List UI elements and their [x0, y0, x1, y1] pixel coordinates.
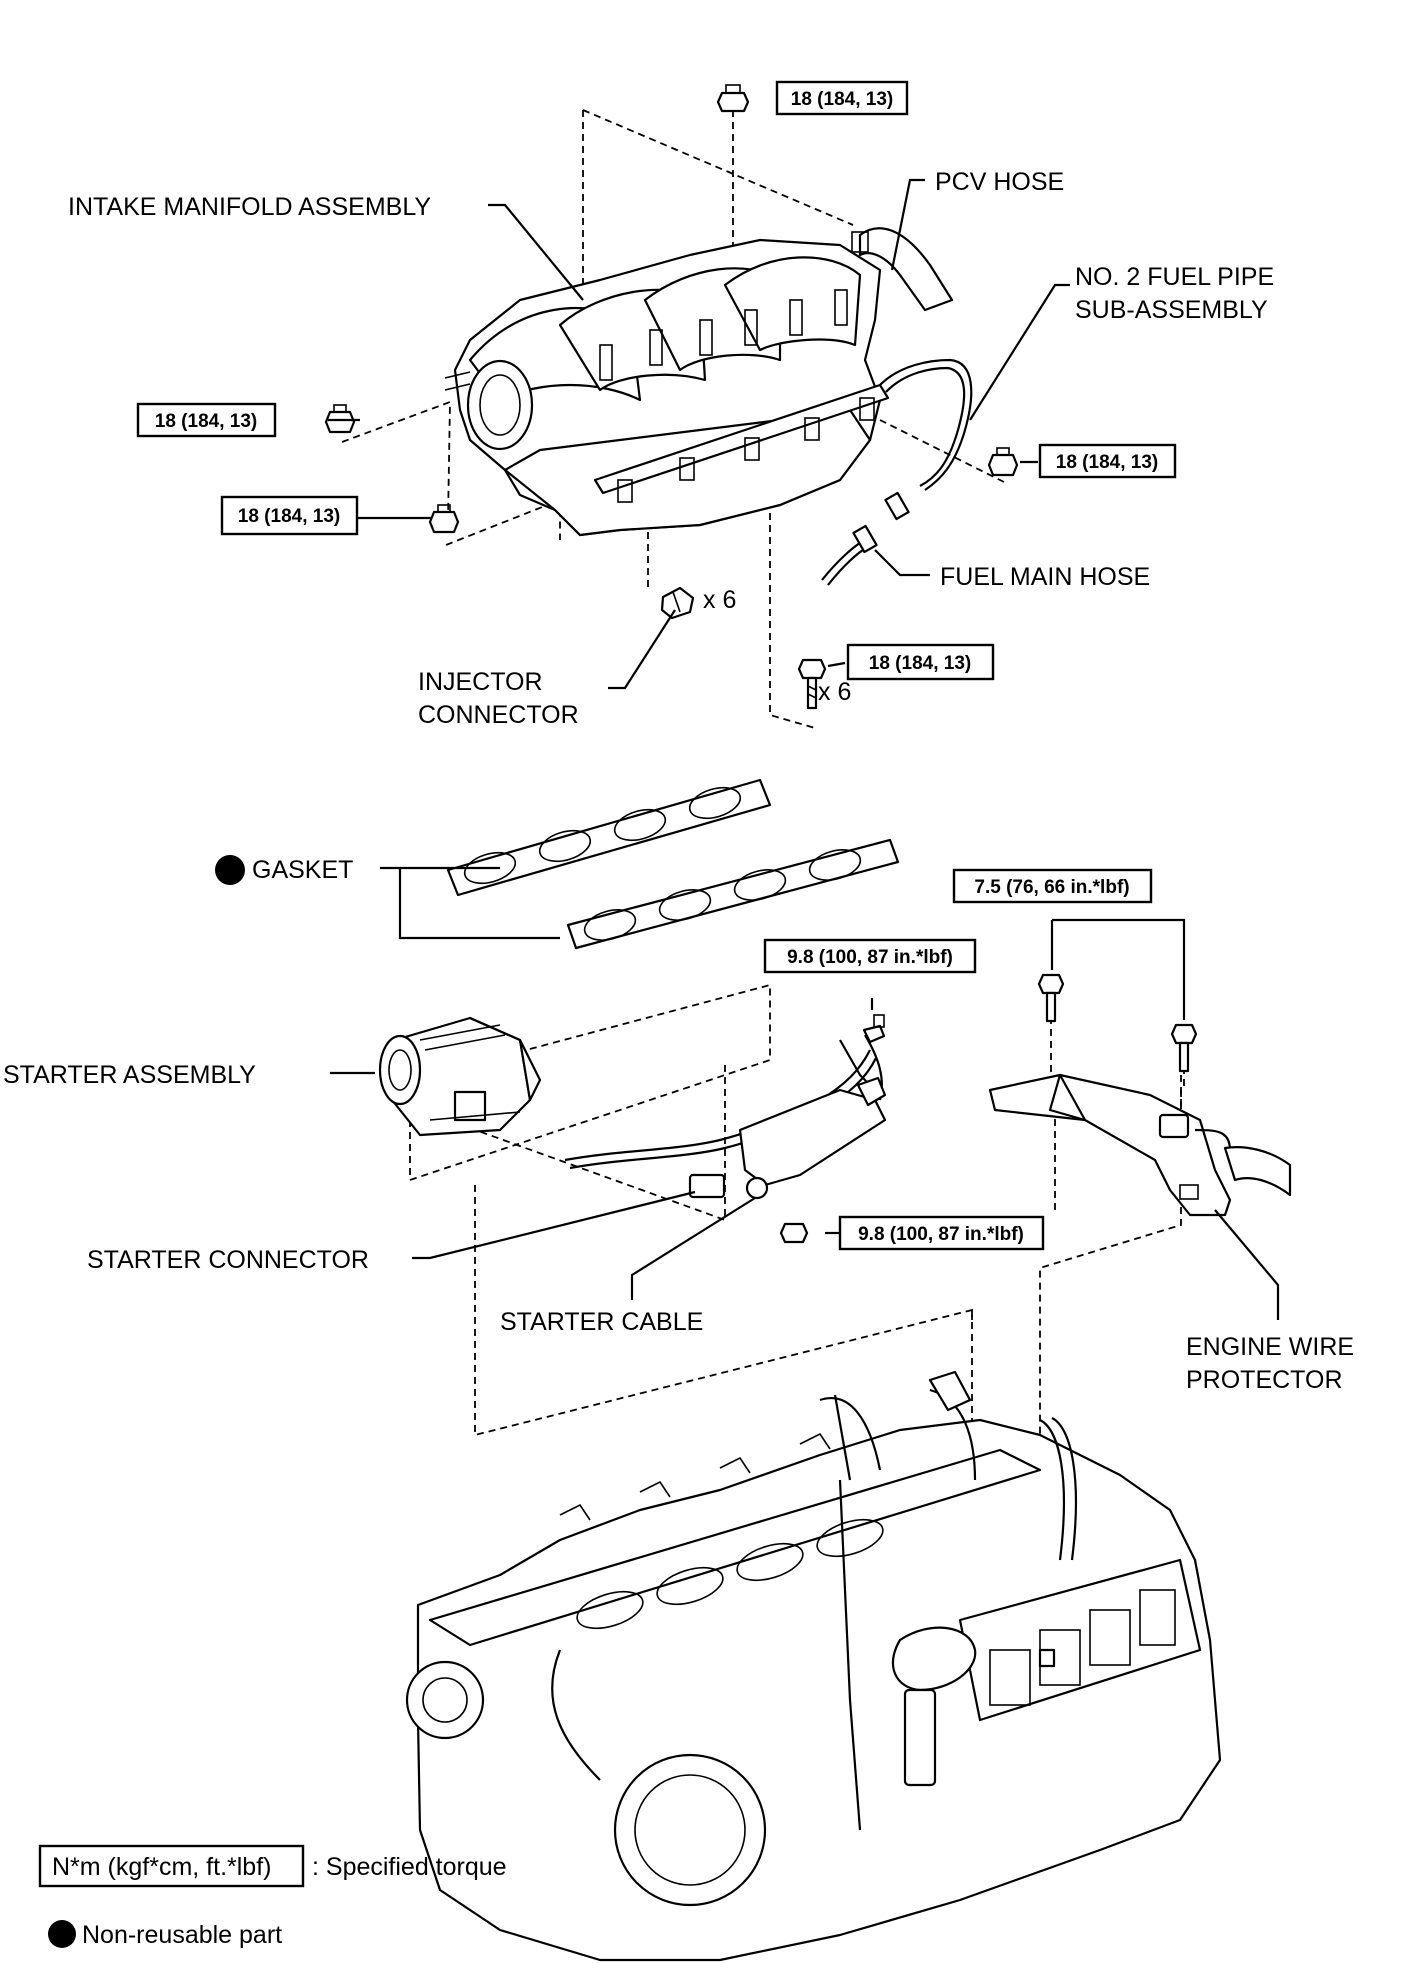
- label-pcv-hose: PCV HOSE: [935, 168, 1064, 196]
- bolt-x6: [797, 658, 827, 710]
- label-fuel-pipe-line1: NO. 2 FUEL PIPE: [1075, 263, 1274, 291]
- engine-block-drawing: [405, 1370, 1222, 1962]
- torque-bolts: 18 (184, 13): [846, 643, 995, 681]
- torque-left-upper-nut: 18 (184, 13): [136, 402, 277, 438]
- fuel-main-hose-drawing: [821, 524, 878, 586]
- torque-wire-protector-bolts: 7.5 (76, 66 in.*lbf): [952, 868, 1153, 904]
- label-fuel-pipe-line2: SUB-ASSEMBLY: [1075, 296, 1268, 324]
- legend-non-reusable: Non-reusable part: [48, 1920, 282, 1949]
- nuts-drawing: [324, 84, 1019, 710]
- starter-nut: [779, 1222, 809, 1244]
- pcv-hose-drawing: [851, 227, 954, 312]
- gasket-drawing: [446, 778, 900, 950]
- text-labels: INTAKE MANIFOLD ASSEMBLY PCV HOSE NO. 2 …: [3, 168, 1354, 1394]
- left-upper-nut: [324, 404, 356, 434]
- right-nut: [987, 447, 1019, 477]
- svg-text:18 (184, 13): 18 (184, 13): [238, 506, 340, 527]
- label-injector-count: x 6: [703, 586, 736, 614]
- label-fuel-main-hose: FUEL MAIN HOSE: [940, 563, 1150, 591]
- leader-lines: [328, 178, 1280, 1320]
- svg-text:18 (184, 13): 18 (184, 13): [869, 653, 971, 674]
- svg-text:18 (184, 13): 18 (184, 13): [791, 89, 893, 110]
- label-injector-line2: CONNECTOR: [418, 701, 579, 729]
- intake-manifold-drawing: [444, 238, 890, 537]
- gasket-non-reusable-mark: [215, 855, 245, 885]
- svg-text:18 (184, 13): 18 (184, 13): [155, 411, 257, 432]
- svg-text:9.8 (100, 87 in.*lbf): 9.8 (100, 87 in.*lbf): [858, 1224, 1024, 1245]
- label-injector-line1: INJECTOR: [418, 668, 543, 696]
- top-nut: [716, 84, 750, 113]
- label-bolt-count: x 6: [818, 678, 851, 706]
- protector-bolt-left: [1037, 973, 1065, 1023]
- starter-assembly-drawing: [378, 1016, 542, 1137]
- fuel-pipe-drawing: [879, 358, 973, 521]
- svg-text:18 (184, 13): 18 (184, 13): [1056, 452, 1158, 473]
- legend-torque-desc: : Specified torque: [312, 1853, 507, 1881]
- protector-bolt-right: [1170, 1023, 1198, 1073]
- legend-non-reusable-mark: [48, 1920, 76, 1948]
- svg-text:7.5 (76, 66 in.*lbf): 7.5 (76, 66 in.*lbf): [974, 877, 1129, 898]
- torque-starter-bolt: 9.8 (100, 87 in.*lbf): [763, 938, 977, 974]
- label-starter-connector: STARTER CONNECTOR: [87, 1246, 369, 1274]
- label-starter-cable: STARTER CABLE: [500, 1308, 703, 1336]
- injector-connector-drawing: [660, 586, 695, 620]
- label-intake-manifold: INTAKE MANIFOLD ASSEMBLY: [68, 193, 431, 221]
- legend-torque-unit: N*m (kgf*cm, ft.*lbf): [52, 1853, 271, 1881]
- engine-wire-protector-drawing: [988, 1073, 1292, 1217]
- label-wire-protector-line2: PROTECTOR: [1186, 1366, 1343, 1394]
- label-starter-assembly: STARTER ASSEMBLY: [3, 1061, 256, 1089]
- torque-right-nut: 18 (184, 13): [1038, 443, 1177, 479]
- starter-bolt: [862, 1014, 886, 1044]
- label-wire-protector-line1: ENGINE WIRE: [1186, 1333, 1354, 1361]
- left-lower-nut: [428, 504, 460, 534]
- legend-torque: N*m (kgf*cm, ft.*lbf) : Specified torque: [38, 1844, 507, 1888]
- legend-non-reusable-desc: Non-reusable part: [82, 1921, 282, 1949]
- label-gasket: GASKET: [252, 856, 353, 884]
- legend: N*m (kgf*cm, ft.*lbf) : Specified torque…: [38, 1844, 507, 1949]
- torque-boxes: 18 (184, 13) 18 (184, 13) 18 (184, 13) 1…: [136, 80, 1177, 1251]
- torque-top-nut: 18 (184, 13): [775, 80, 909, 116]
- svg-text:9.8 (100, 87 in.*lbf): 9.8 (100, 87 in.*lbf): [787, 947, 953, 968]
- torque-left-lower-nut: 18 (184, 13): [220, 495, 359, 536]
- torque-starter-nut: 9.8 (100, 87 in.*lbf): [838, 1215, 1045, 1251]
